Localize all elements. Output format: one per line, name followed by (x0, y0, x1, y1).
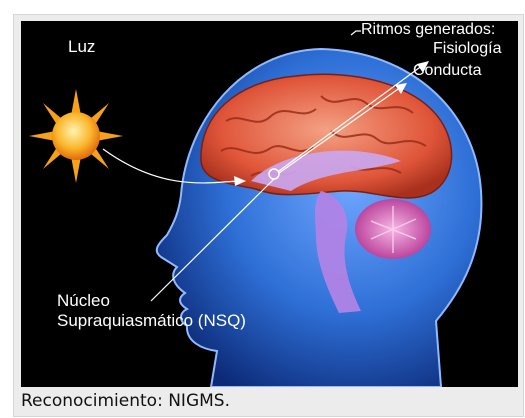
nucleus-label-line1: Núcleo (57, 291, 110, 310)
physiology-label: Fisiología (433, 40, 502, 57)
physiology-arrow (278, 64, 424, 172)
rhythms-bracket (350, 30, 361, 36)
light-arrow (102, 148, 240, 184)
illustration-svg (29, 30, 483, 387)
brainstem (315, 191, 361, 313)
rhythms-heading: Ritmos generados: (361, 21, 496, 38)
corpus-callosum (251, 150, 401, 191)
light-label: Luz (68, 37, 96, 56)
nucleus-label-line2: Supraquiasmático (NSQ) (57, 311, 246, 330)
conduct-arrow (278, 86, 402, 174)
circadian-illustration: Luz Ritmos generados: Fisiología Conduct… (21, 21, 518, 387)
figure-caption: Reconocimiento: NIGMS. (21, 391, 230, 411)
conduct-label: Conducta (413, 62, 482, 79)
scn-pointer-line (150, 178, 275, 302)
sun-icon (29, 89, 123, 183)
